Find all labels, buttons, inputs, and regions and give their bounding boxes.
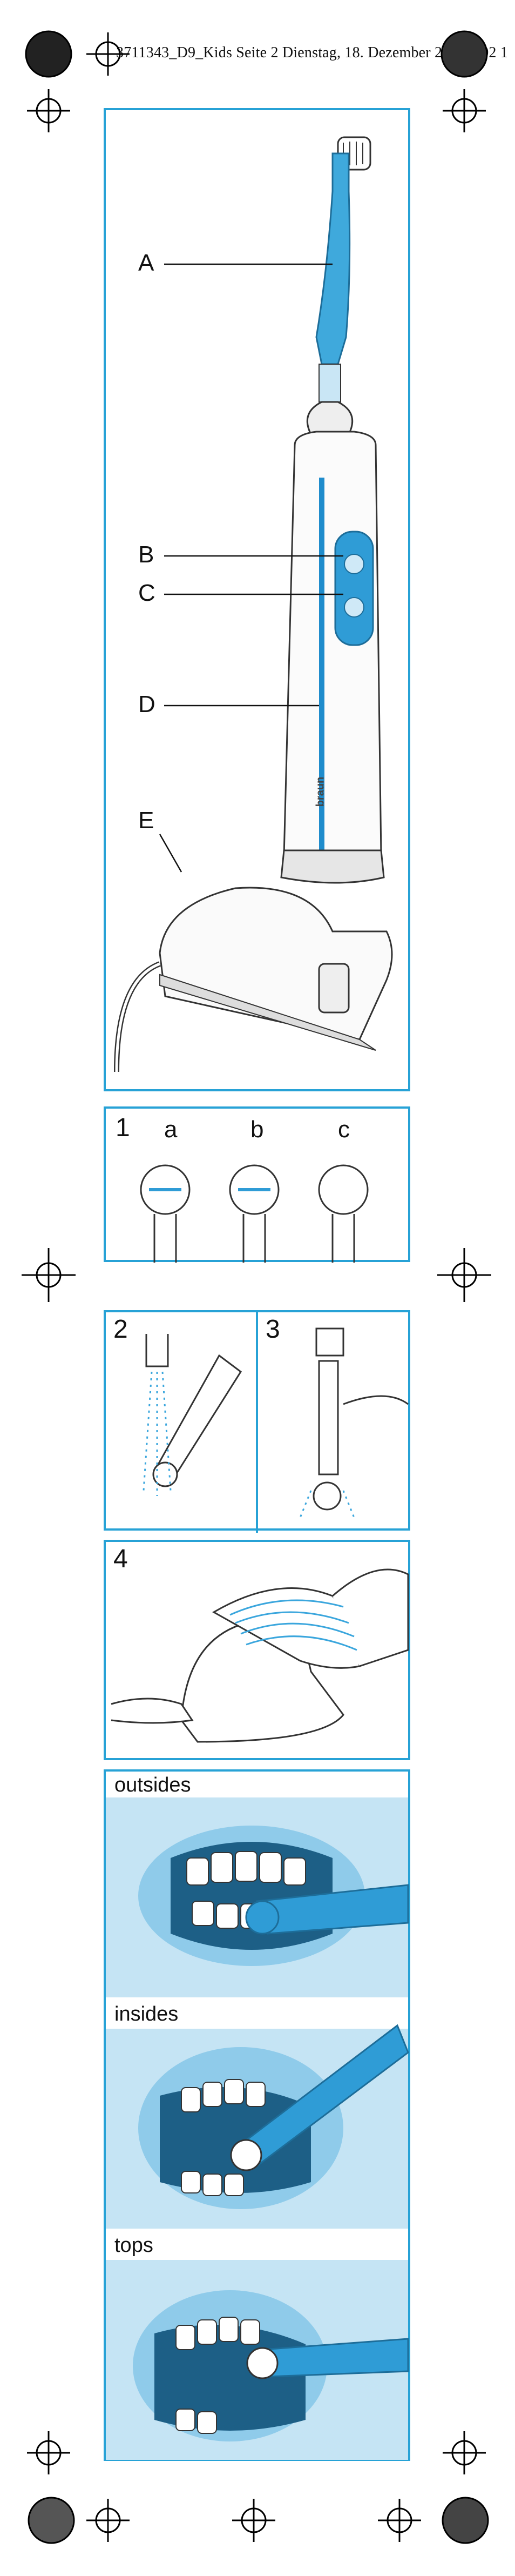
label-a: A [138,250,154,276]
step1-panel: 1 a b c [104,1106,410,1263]
toothbrush-illustration [114,136,393,1072]
step1-number: 1 [116,1113,130,1142]
insides-title: insides [114,2003,179,2025]
outsides-title: outsides [114,1774,191,1796]
teeth-illustrations [133,1826,409,2441]
variant-c: c [338,1116,350,1143]
step2-3-panel: 2 3 [104,1310,410,1533]
step2-number: 2 [113,1315,128,1344]
label-b: B [138,541,154,568]
variant-a: a [164,1116,178,1143]
label-c: C [138,580,155,606]
handle-icon [280,401,385,884]
charger-icon [114,887,393,1072]
label-d: D [138,691,155,717]
brushing-panel: outsides insides tops [104,1769,410,2461]
step4-panel: 4 [104,1540,410,1760]
step4-number: 4 [113,1545,128,1573]
brand-logo: braun [314,776,327,807]
brush-head-icon [315,136,371,403]
step3-number: 3 [266,1315,280,1344]
overview-panel: A B C D E braun [104,108,410,1091]
cleaning-illustration [111,1568,409,1743]
brush-heads-illustration [140,1164,369,1263]
tops-title: tops [114,2234,153,2257]
label-e: E [138,807,154,834]
variant-b: b [250,1116,264,1143]
rinse-illustration [143,1312,409,1533]
